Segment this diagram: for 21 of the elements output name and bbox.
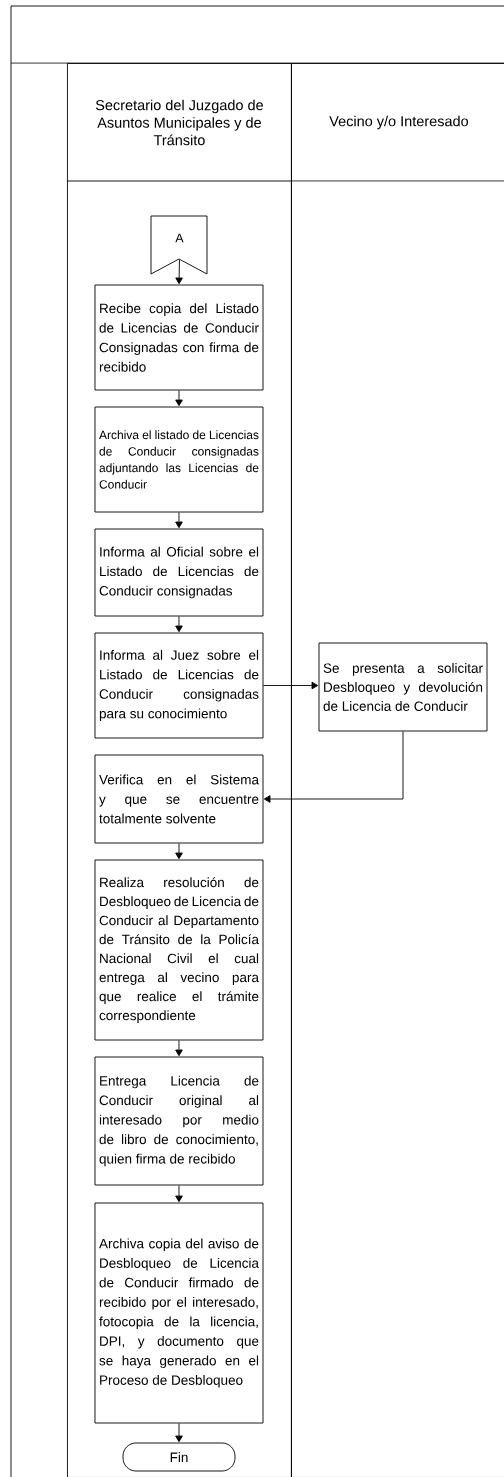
arrow — [263, 681, 319, 690]
off-page-connector: A — [150, 215, 208, 275]
arrow — [175, 1040, 183, 1057]
process-box: Informa al Juez sobre el Listado de Licencias de Conducir consignadas para su conocimiento — [94, 632, 264, 739]
process-box: Archiva copia del aviso de Desbloqueo de Licencia de Conducir firmado de recibido por el interesado, fotocopia de la licencia, DPI, y documento que se haya generado en el Proceso de Desbloqueo — [94, 1202, 264, 1424]
arrow — [175, 1423, 183, 1443]
arrow — [263, 731, 404, 803]
arrow — [175, 259, 183, 285]
process-box: Informa al Oficial sobre el Listado de Licencias de Conducir consignadas — [94, 528, 264, 617]
arrow — [175, 616, 183, 633]
process-box: Verifica en el Sistema y que se encuentre totalmente solvente — [94, 754, 264, 844]
process-box: Se presenta a solicitar Desbloqueo y devolución de Licencia de Conducir — [318, 642, 488, 732]
arrow — [175, 843, 183, 860]
process-box: Recibe copia del Listado de Licencias de Conducir Consignadas con firma de recibido — [94, 284, 264, 391]
arrow — [175, 390, 183, 407]
process-box: Archiva el listado de Licencias de Conducir consignadas adjuntando las Licencias de Conducir — [94, 406, 264, 513]
process-box: Realiza resolución de Desbloqueo de Licencia de Conducir al Departamento de Tránsito de la Policía Nacional Civil el cual entrega al vecino para que realice el trámite correspondiente — [94, 859, 264, 1041]
process-box: Entrega Licencia de Conducir original al interesado por medio de libro de conocimiento, quien firma de recibido — [94, 1056, 264, 1186]
arrow — [175, 1185, 183, 1203]
arrow — [175, 512, 183, 529]
terminator: Fin — [122, 1442, 236, 1472]
